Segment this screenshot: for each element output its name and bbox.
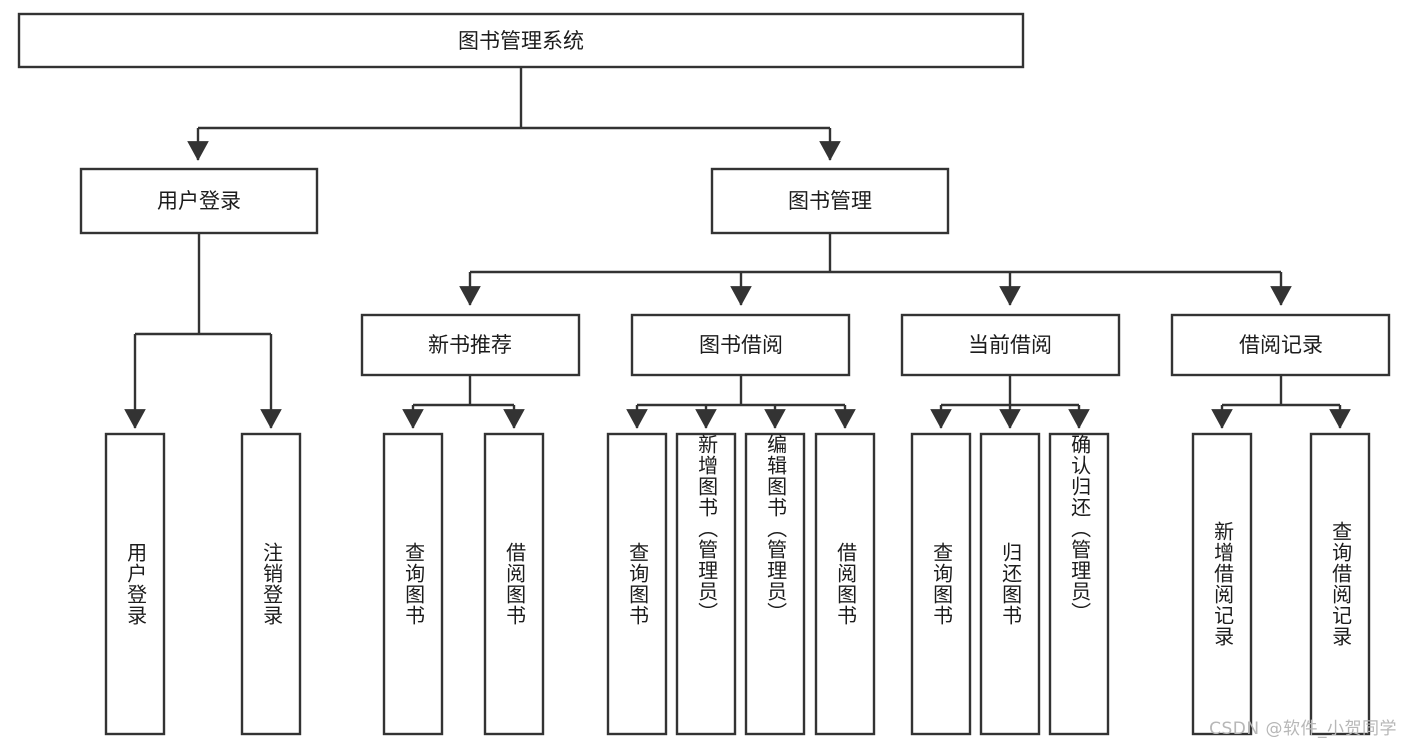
csdn-watermark: CSDN @软件_小贺同学 [1209,719,1397,739]
node-current-borrow-rect [900,313,1121,377]
node-book-management-label: 图书管理 [788,189,872,213]
connector-book-management-to-level3 [459,233,1292,306]
leaf-box-user-login-0[interactable] [104,432,166,736]
node-book-borrow-label: 图书借阅 [699,333,783,357]
leaf-box-book-borrow-3[interactable] [814,432,876,736]
node-borrow-record-label: 借阅记录 [1239,333,1323,357]
node-root-rect [17,12,1025,69]
connector-new-book-recommend-to-leaves [402,375,525,429]
leaf-box-borrow-record-1[interactable] [1309,432,1371,736]
node-current-borrow[interactable]: 当前借阅 [900,313,1121,377]
connector-current-borrow-to-leaves [930,375,1090,429]
node-new-book-recommend-label: 新书推荐 [428,333,512,357]
connector-root-to-level2 [187,67,841,161]
leaf-box-new-book-1[interactable] [483,432,545,736]
leaf-box-book-borrow-2[interactable] [744,432,806,736]
leaf-box-current-borrow-2[interactable] [1048,432,1110,736]
node-root[interactable]: 图书管理系统 [17,12,1025,69]
leaf-box-current-borrow-0[interactable] [910,432,972,736]
node-book-management[interactable]: 图书管理 [710,167,950,235]
node-new-book-recommend-rect [360,313,581,377]
connector-borrow-record-to-leaves [1211,375,1351,429]
node-borrow-record[interactable]: 借阅记录 [1170,313,1391,377]
node-new-book-recommend[interactable]: 新书推荐 [360,313,581,377]
leaf-box-book-borrow-1[interactable] [675,432,737,736]
leaf-box-borrow-record-0[interactable] [1191,432,1253,736]
node-current-borrow-label: 当前借阅 [968,333,1052,357]
connector-user-login-to-leaves [124,233,282,429]
leaf-box-current-borrow-1[interactable] [979,432,1041,736]
node-user-login[interactable]: 用户登录 [79,167,319,235]
leaf-box-user-login-1[interactable] [240,432,302,736]
leaf-box-book-borrow-0[interactable] [606,432,668,736]
connector-book-borrow-to-leaves [626,375,856,429]
node-book-borrow[interactable]: 图书借阅 [630,313,851,377]
node-root-label: 图书管理系统 [458,29,584,53]
node-user-login-rect [79,167,319,235]
node-user-login-label: 用户登录 [157,189,241,213]
leaf-box-new-book-0[interactable] [382,432,444,736]
